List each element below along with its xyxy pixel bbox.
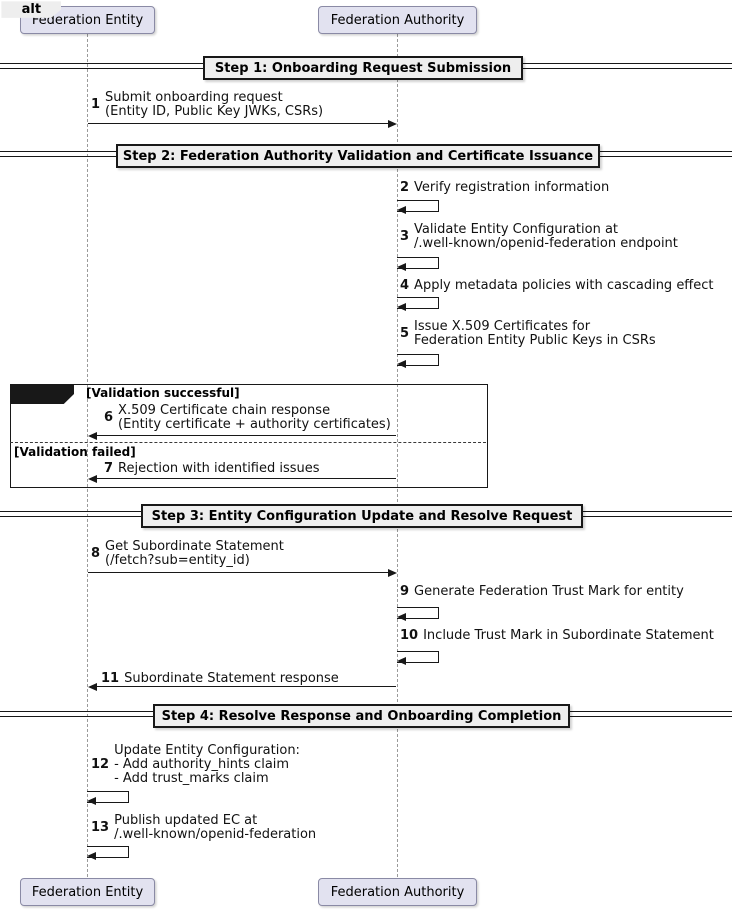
participant-label: Federation Entity [31,884,144,900]
message-number: 2 [400,180,410,195]
alt-guard-failed: [Validation failed] [14,445,136,459]
message-text: X.509 Certificate chain response [118,403,331,418]
participant-label: Federation Authority [330,884,465,900]
divider-label: Step 2: Federation Authority Validation … [122,148,594,164]
message-text: Publish updated EC at [114,813,258,828]
message-5-label: 5 Issue X.509 Certificates for Federatio… [400,320,656,348]
participant-federation-authority-bottom: Federation Authority [318,878,477,906]
message-1-label: 1 Submit onboarding request (Entity ID, … [91,91,323,119]
message-4-self-arrow [397,297,439,309]
message-12-self-arrow [87,791,129,803]
message-3-label: 3 Validate Entity Configuration at /.wel… [400,223,678,251]
message-9-label: 9 Generate Federation Trust Mark for ent… [400,585,684,599]
arrowhead-right-icon [388,569,397,577]
message-7-label: 7 Rejection with identified issues [104,462,320,476]
lifeline-federation-authority [397,34,398,877]
message-text: (Entity certificate + authority certific… [118,417,391,432]
participant-federation-authority-top: Federation Authority [318,6,477,34]
arrowhead-left-icon [397,613,406,621]
divider-label: Step 3: Entity Configuration Update and … [151,508,573,524]
message-text: /.well-known/openid-federation endpoint [414,236,678,251]
arrowhead-left-icon [397,206,406,214]
arrowhead-left-icon [397,303,406,311]
message-text: Include Trust Mark in Subordinate Statem… [423,628,714,643]
message-text: Generate Federation Trust Mark for entit… [414,584,684,599]
arrowhead-left-icon [397,657,406,665]
message-number: 10 [400,628,419,643]
message-number: 1 [91,97,101,112]
message-8-arrow [88,572,389,573]
message-4-label: 4 Apply metadata policies with cascading… [400,279,714,293]
participant-label: Federation Entity [31,12,144,28]
alt-operator-tab [10,384,74,404]
message-text: Federation Entity Public Keys in CSRs [414,333,656,348]
message-text: - Add trust_marks claim [114,771,269,786]
message-6-arrow [96,435,396,436]
message-1-arrow [88,123,389,124]
divider-step-2: Step 2: Federation Authority Validation … [116,144,600,168]
message-2-label: 2 Verify registration information [400,181,609,195]
divider-label: Step 4: Resolve Response and Onboarding … [161,708,562,724]
divider-step-1: Step 1: Onboarding Request Submission [203,56,523,80]
message-text: Rejection with identified issues [118,461,320,476]
message-number: 9 [400,584,410,599]
message-5-self-arrow [397,354,439,366]
message-10-label: 10 Include Trust Mark in Subordinate Sta… [400,629,714,643]
message-13-self-arrow [87,846,129,858]
message-13-label: 13 Publish updated EC at /.well-known/op… [91,814,316,842]
alt-fragment-frame [10,384,488,488]
arrowhead-left-icon [88,683,97,691]
arrowhead-left-icon [397,263,406,271]
message-11-arrow [96,686,396,687]
message-10-self-arrow [397,651,439,663]
divider-step-4: Step 4: Resolve Response and Onboarding … [153,704,570,728]
message-number: 11 [101,671,120,686]
alt-separator [10,442,486,443]
alt-guard-success: [Validation successful] [86,386,240,400]
message-text: Get Subordinate Statement [105,539,284,554]
message-text: Subordinate Statement response [124,671,339,686]
message-11-label: 11 Subordinate Statement response [101,672,339,686]
alt-operator-label: alt [1,1,62,18]
message-number: 4 [400,278,410,293]
divider-step-3: Step 3: Entity Configuration Update and … [141,504,583,528]
message-text: Update Entity Configuration: [114,743,300,758]
message-number: 7 [104,461,114,476]
message-number: 5 [400,326,410,341]
message-text: Apply metadata policies with cascading e… [414,278,714,293]
message-2-self-arrow [397,200,439,212]
message-number: 6 [104,410,114,425]
arrowhead-left-icon [87,797,96,805]
arrowhead-left-icon [87,852,96,860]
message-3-self-arrow [397,257,439,269]
message-text: Verify registration information [414,180,610,195]
message-text: Validate Entity Configuration at [414,222,619,237]
message-7-arrow [96,478,396,479]
message-9-self-arrow [397,607,439,619]
message-number: 8 [91,546,101,561]
message-text: Issue X.509 Certificates for [414,319,591,334]
arrowhead-left-icon [88,432,97,440]
message-number: 12 [91,757,110,772]
message-text: (Entity ID, Public Key JWKs, CSRs) [105,104,324,119]
message-number: 13 [91,820,110,835]
message-6-label: 6 X.509 Certificate chain response (Enti… [104,404,391,432]
participant-label: Federation Authority [330,12,465,28]
message-12-label: 12 Update Entity Configuration: - Add au… [91,744,300,786]
lifeline-federation-entity [87,34,88,877]
arrowhead-left-icon [88,475,97,483]
message-text: - Add authority_hints claim [114,757,290,772]
arrowhead-left-icon [397,360,406,368]
message-text: (/fetch?sub=entity_id) [105,553,250,568]
divider-label: Step 1: Onboarding Request Submission [214,60,512,76]
arrowhead-right-icon [388,120,397,128]
message-text: Submit onboarding request [105,90,283,105]
message-8-label: 8 Get Subordinate Statement (/fetch?sub=… [91,540,284,568]
message-number: 3 [400,229,410,244]
message-text: /.well-known/openid-federation [114,827,317,842]
participant-federation-entity-bottom: Federation Entity [20,878,155,906]
